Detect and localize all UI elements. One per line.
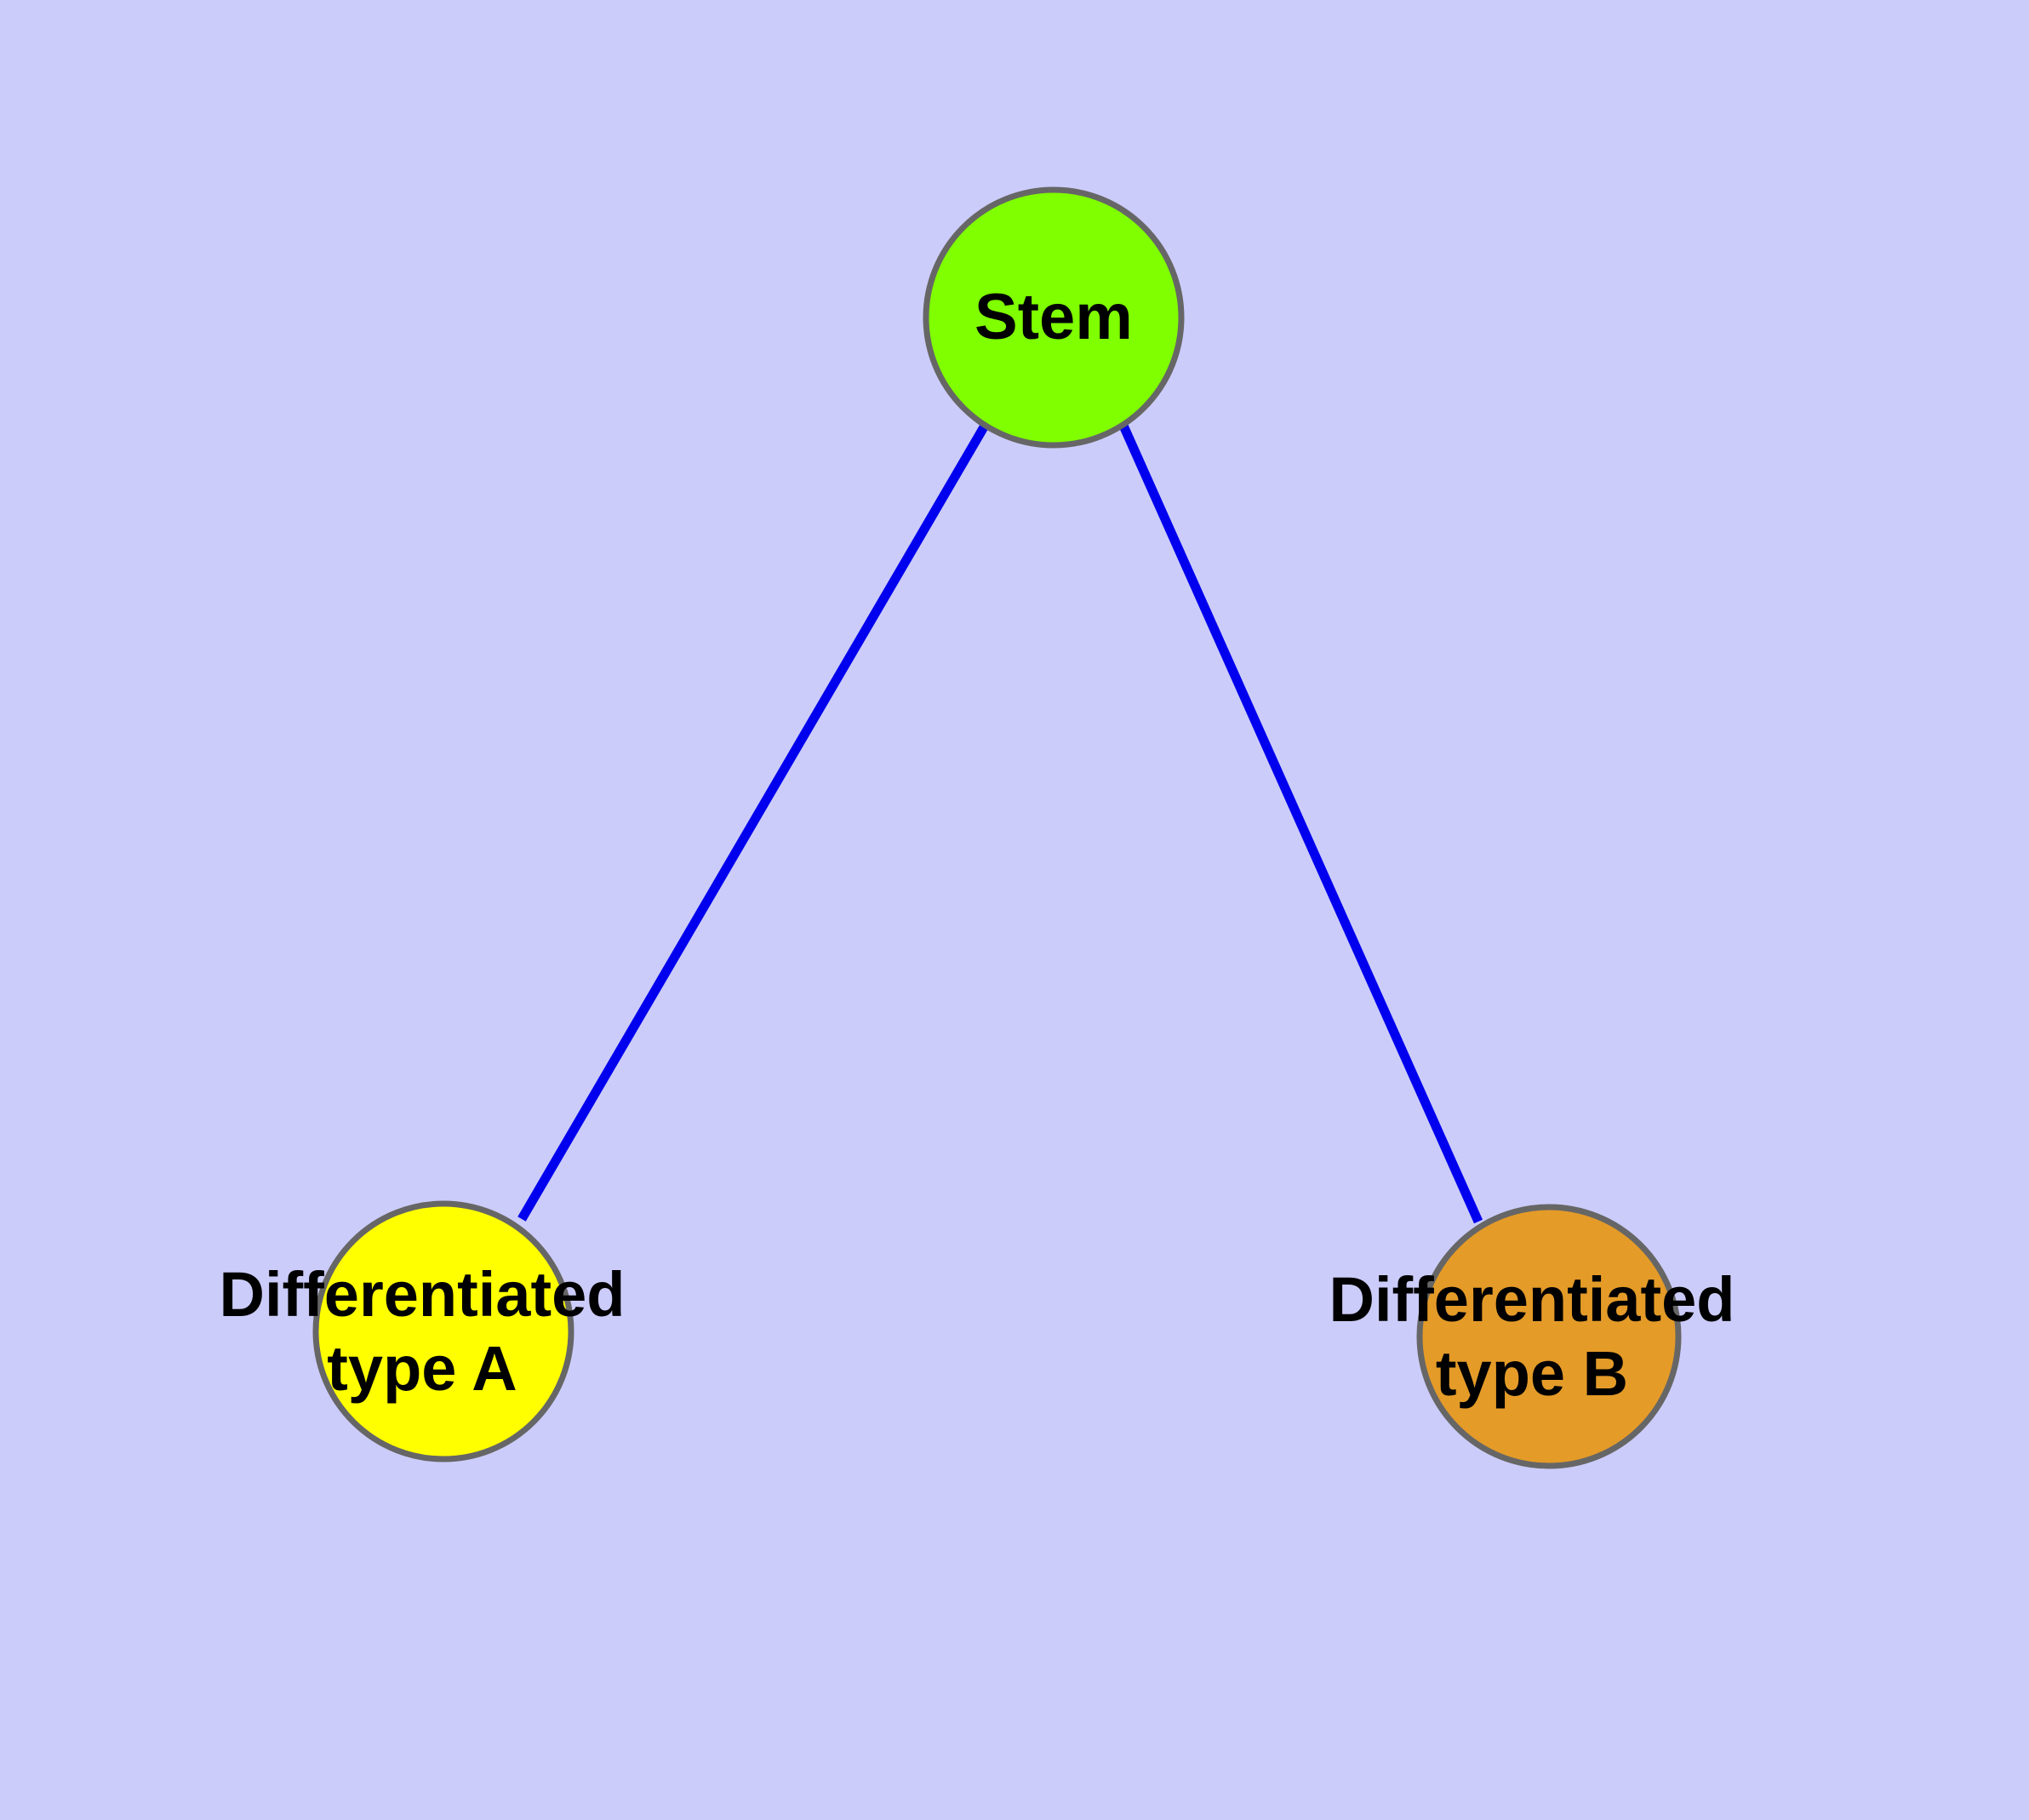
graph-node-stem[interactable] (923, 186, 1185, 449)
node-layer (312, 186, 1682, 1469)
graph-edge[interactable] (517, 423, 989, 1222)
graph-node-diff-b[interactable] (1416, 1204, 1682, 1469)
edge-layer (517, 423, 1483, 1224)
graph-node-diff-a[interactable] (312, 1200, 574, 1462)
graph-edge[interactable] (1118, 423, 1483, 1224)
